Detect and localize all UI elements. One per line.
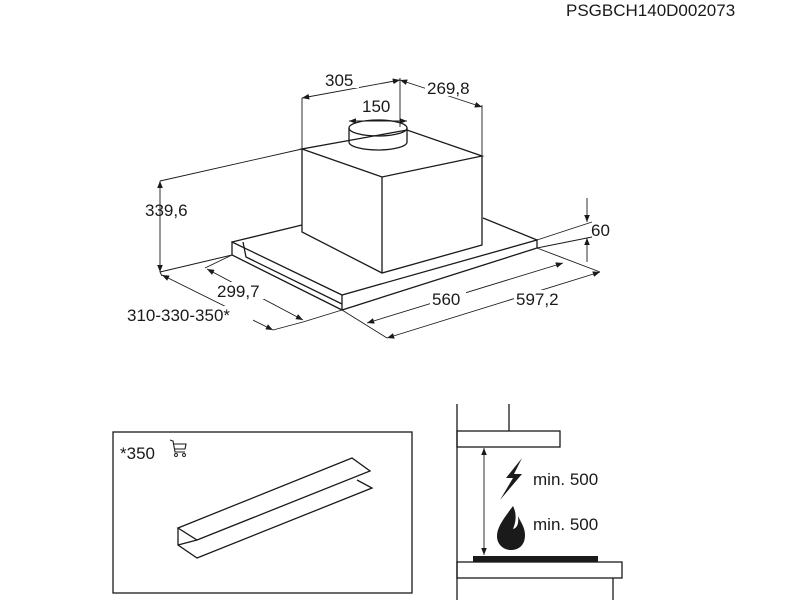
- clearance-diagram: min. 500 min. 500: [456, 404, 623, 600]
- electric-clearance-label: min. 500: [533, 470, 598, 489]
- dim-269-8: 269,8: [427, 79, 470, 98]
- extension-bracket: [176, 457, 374, 559]
- dim-305: 305: [325, 71, 353, 90]
- shopping-cart-icon: [169, 439, 187, 457]
- dim-299-7: 299,7: [217, 282, 260, 301]
- hood-outline: [456, 430, 561, 448]
- hob: [473, 556, 598, 562]
- countertop: [456, 561, 623, 579]
- lightning-icon: [500, 458, 522, 500]
- hood-drawing: [231, 119, 538, 311]
- flame-icon: [497, 506, 525, 550]
- dim-339-6: 339,6: [145, 201, 188, 220]
- dim-150: 150: [362, 97, 390, 116]
- dim-60: 60: [591, 221, 610, 240]
- gas-clearance-label: min. 500: [533, 515, 598, 534]
- drawing-code: PSGBCH140D002073: [566, 1, 735, 20]
- dim-310-330-350: 310-330-350*: [127, 306, 230, 325]
- accessory-panel: *350: [112, 431, 413, 594]
- dim-560: 560: [432, 290, 460, 309]
- accessory-label: *350: [120, 444, 155, 463]
- dim-597-2: 597,2: [516, 290, 559, 309]
